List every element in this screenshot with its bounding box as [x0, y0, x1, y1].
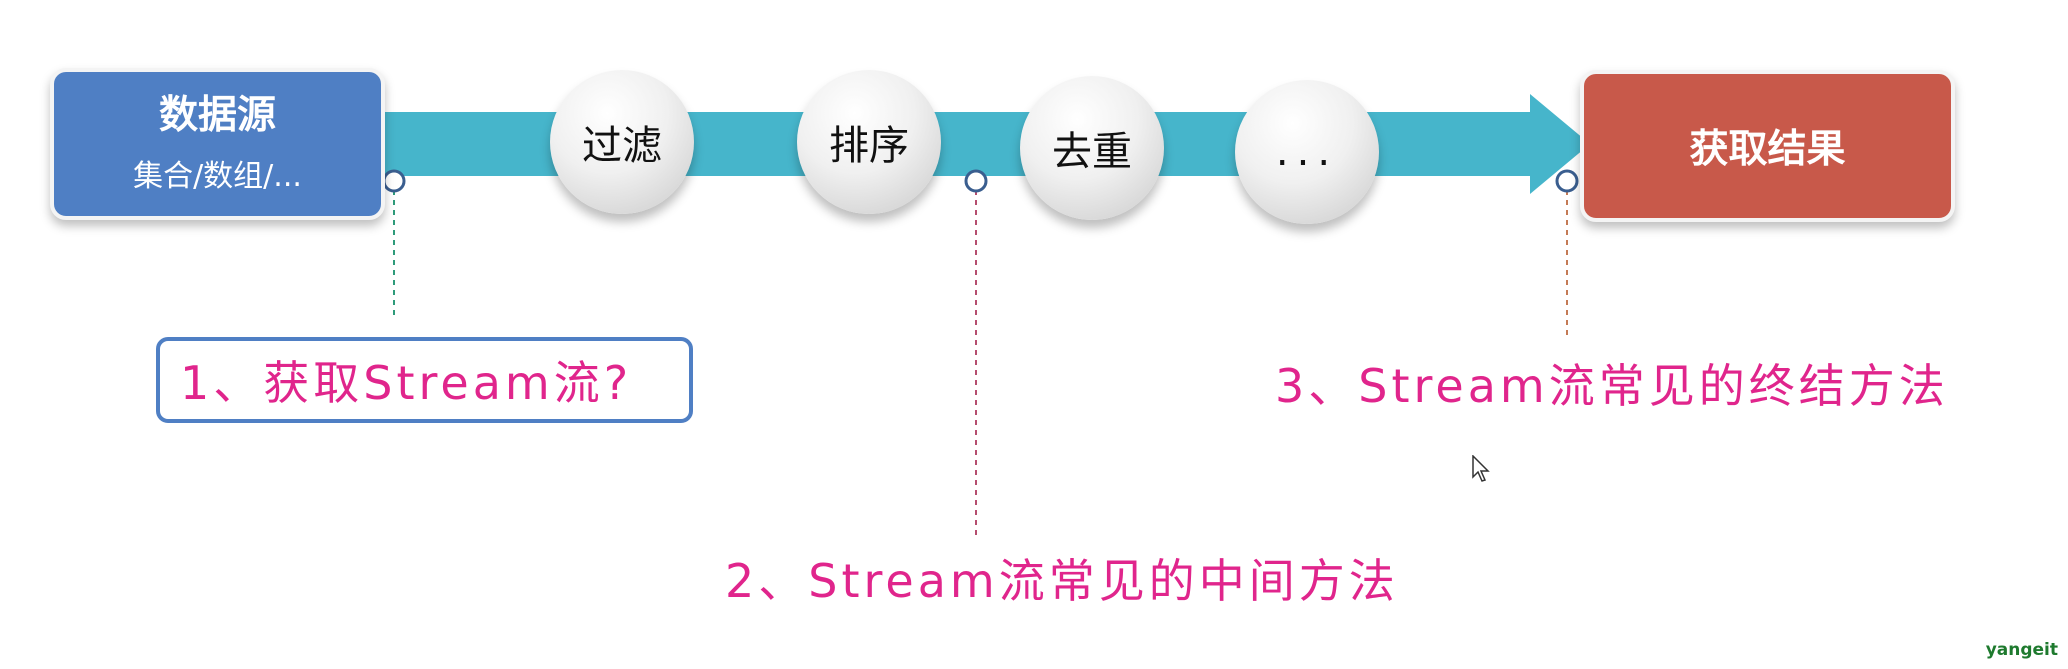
result-box: 获取结果 [1580, 70, 1955, 222]
anchor-dot-2 [964, 169, 988, 193]
annotation-terminal-methods: 3、Stream流常见的终结方法 [1275, 359, 1949, 413]
result-title: 获取结果 [1689, 127, 1846, 172]
anchor-dot-1 [382, 169, 406, 193]
step-sort-label: 排序 [829, 123, 909, 169]
annotation-get-stream: 1、获取Stream流? [180, 356, 633, 410]
annotation-intermediate-methods: 2、Stream流常见的中间方法 [725, 554, 1399, 608]
mouse-cursor-icon [1472, 454, 1492, 487]
anchor-dot-3 [1555, 169, 1579, 193]
step-sort: 排序 [797, 70, 941, 214]
source-box: 数据源 集合/数组/... [50, 68, 385, 220]
step-filter: 过滤 [550, 70, 694, 214]
watermark: yangeit [1985, 640, 2058, 660]
step-more: ... [1235, 80, 1379, 224]
step-distinct: 去重 [1020, 76, 1164, 220]
annotation-1-box: 1、获取Stream流? [156, 337, 693, 423]
step-more-label: ... [1275, 129, 1339, 175]
step-filter-label: 过滤 [582, 123, 662, 169]
flow-arrow-head [1530, 94, 1590, 194]
source-title: 数据源 [158, 92, 276, 138]
source-subtitle: 集合/数组/... [133, 159, 302, 195]
step-distinct-label: 去重 [1052, 129, 1132, 175]
